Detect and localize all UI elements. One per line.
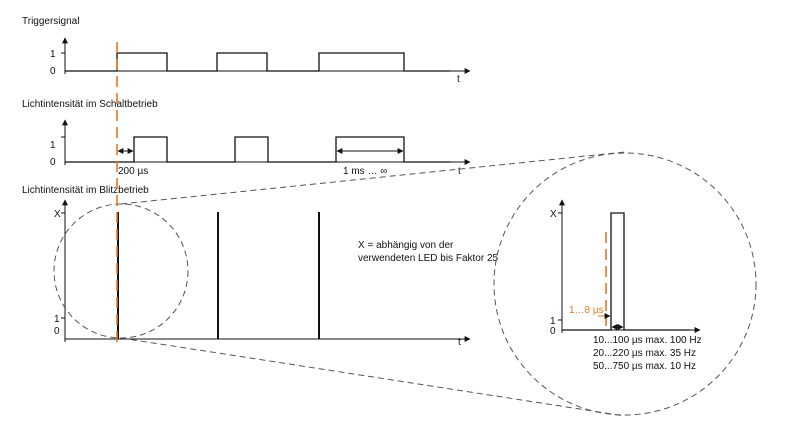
switching-y-tick-1: 1 (50, 140, 56, 151)
flash-y-tick-x: X (54, 209, 61, 220)
flash-mode-title: Lichtintensität im Blitzbetrieb (22, 185, 149, 196)
trigger-y-tick-0: 0 (50, 66, 56, 77)
trigger-y-tick-1: 1 (50, 49, 56, 60)
zoom-spec-line-3: 50...750 µs max. 10 Hz (593, 361, 696, 372)
zoom-delay-label: 1…8 µs (569, 305, 604, 316)
flash-t-label: t (458, 337, 461, 348)
zoom-detail: X 1 0 1…8 µs 10...100 µs max. 100 Hz 20.… (493, 152, 757, 416)
switching-duration-label: 1 ms … ∞ (343, 166, 387, 177)
switching-t-label: t (458, 166, 461, 177)
flash-y-tick-1: 1 (54, 314, 60, 325)
zoom-spec-line-2: 20...220 µs max. 35 Hz (593, 348, 696, 359)
zoom-y-tick-0: 0 (550, 326, 556, 337)
zoom-y-tick-x: X (550, 209, 557, 220)
flash-mode-plot: Lichtintensität im Blitzbetrieb X 1 0 t (22, 185, 471, 348)
switching-y-tick-0: 0 (50, 157, 56, 168)
zoom-source-circle (53, 203, 189, 339)
switching-mode-title: Lichtintensität im Schaltbetrieb (22, 99, 158, 110)
zoom-spec-line-1: 10...100 µs max. 100 Hz (593, 335, 702, 346)
zoom-tangent-bottom (120, 337, 626, 417)
zoom-tangent-top (120, 151, 626, 205)
zoom-y-tick-1: 1 (550, 316, 556, 327)
switching-waveform (65, 136, 450, 163)
trigger-waveform (65, 52, 450, 72)
flash-y-tick-0: 0 (54, 326, 60, 337)
switching-mode-plot: Lichtintensität im Schaltbetrieb 1 0 t 2… (22, 99, 471, 177)
note-line-1: X = abhängig von der (358, 240, 454, 251)
trigger-signal-plot: Triggersignal 1 0 t (22, 16, 471, 85)
trigger-t-label: t (457, 74, 460, 85)
zoom-detail-circle (493, 152, 757, 416)
switching-delay-label: 200 µs (118, 166, 148, 177)
trigger-signal-title: Triggersignal (22, 16, 79, 27)
zoom-pulse (562, 212, 690, 331)
note-line-2: verwendeten LED bis Faktor 25 (358, 253, 499, 264)
